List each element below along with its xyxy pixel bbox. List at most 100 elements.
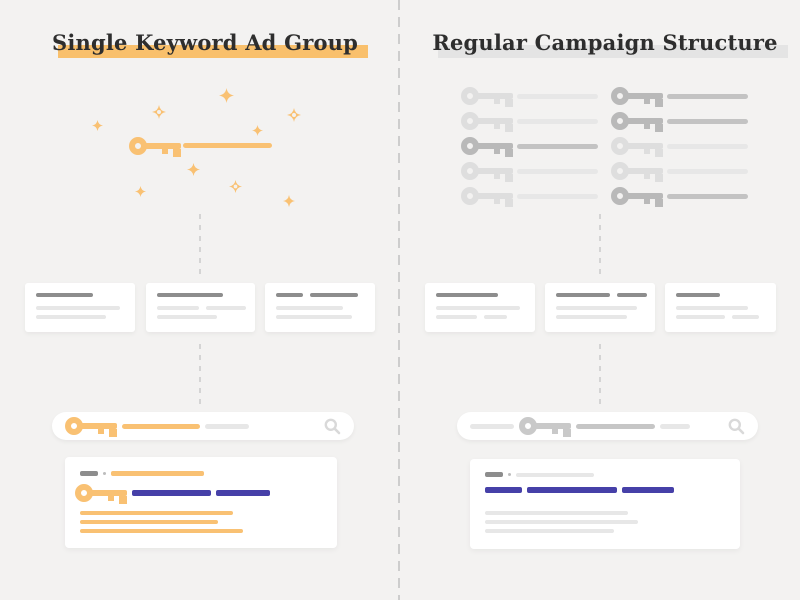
ad-headline-bar (676, 293, 720, 297)
ad-text-bar (436, 315, 477, 319)
query-text-bar (205, 423, 249, 429)
keyword-text-line (517, 118, 598, 124)
key-icon (129, 137, 181, 164)
sparkle-icon (287, 108, 301, 127)
search-icon (728, 418, 745, 435)
sparkle-icon (228, 179, 242, 198)
key-icon (611, 87, 663, 107)
query-text-bar (122, 423, 200, 429)
keyword-text-line (517, 93, 598, 99)
keyword-item (611, 87, 748, 109)
connector-line (599, 344, 601, 408)
result-headline-bar (132, 490, 211, 496)
ad-card (265, 283, 375, 332)
ad-card (146, 283, 255, 332)
ad-text-bar (676, 315, 725, 319)
skag-title: Single Keyword Ad Group (5, 30, 405, 58)
ad-text-bar (157, 306, 199, 310)
key-icon (461, 187, 513, 207)
query-text-bar (470, 423, 514, 429)
skag-result-card (65, 457, 337, 548)
ad-text-bar (36, 315, 106, 319)
result-text-bar (111, 471, 204, 476)
ad-text-bar (276, 315, 352, 319)
regular-title: Regular Campaign Structure (405, 30, 800, 58)
sparkle-icon (251, 123, 263, 141)
url-separator-dot (103, 472, 106, 475)
sparkle-icon (283, 194, 295, 212)
sparkle-icon (218, 87, 234, 108)
ad-text-bar (556, 315, 627, 319)
key-icon (461, 112, 513, 132)
result-headline-bar (527, 487, 617, 493)
keyword-item (611, 162, 748, 184)
result-text-bar (80, 520, 218, 524)
query-text-bar (660, 423, 690, 429)
regular-search-bar (457, 412, 758, 440)
connector-line (599, 214, 601, 280)
connector-line (199, 344, 201, 408)
ad-text-bar (436, 306, 520, 310)
ad-text-bar (484, 315, 507, 319)
key-icon (519, 417, 571, 437)
key-icon (611, 187, 663, 207)
ad-headline-bar (556, 293, 610, 297)
result-text-bar (485, 529, 614, 533)
key-icon (129, 137, 181, 157)
ad-text-bar (206, 306, 246, 310)
result-text-bar (80, 529, 243, 533)
ad-text-bar (157, 315, 217, 319)
ad-headline-bar (157, 293, 223, 297)
keyword-item (611, 137, 748, 159)
result-text-bar (516, 472, 594, 477)
key-icon (611, 162, 663, 182)
keyword-text-line (667, 193, 748, 199)
ad-card (25, 283, 135, 332)
regular-title-text: Regular Campaign Structure (432, 30, 789, 58)
ad-card (545, 283, 655, 332)
keyword-item (461, 162, 598, 184)
result-text-bar (80, 511, 233, 515)
sparkle-icon (91, 118, 103, 136)
ad-text-bar (676, 306, 748, 310)
ad-card (665, 283, 776, 332)
query-text-bar (576, 423, 655, 429)
ad-headline-bar (617, 293, 647, 297)
keyword-item (611, 112, 748, 134)
sparkle-icon (186, 162, 200, 181)
key-icon (75, 484, 127, 504)
result-text-bar (485, 520, 638, 524)
keyword-item (461, 187, 598, 209)
skag-search-bar (52, 412, 354, 440)
ad-text-bar (732, 315, 759, 319)
hero-keyword-line (183, 143, 272, 148)
ad-text-bar (36, 306, 120, 310)
key-icon (611, 137, 663, 157)
result-text-bar (80, 471, 98, 476)
keyword-text-line (667, 168, 748, 174)
keyword-item (461, 87, 598, 109)
sparkle-icon (152, 105, 166, 124)
connector-line (199, 214, 201, 280)
ad-headline-bar (436, 293, 498, 297)
center-divider (398, 0, 400, 600)
ad-text-bar (556, 306, 637, 310)
result-text-bar (485, 511, 628, 515)
regular-result-card (470, 459, 740, 549)
ad-headline-bar (276, 293, 303, 297)
keyword-item (461, 137, 598, 159)
ad-text-bar (276, 306, 343, 310)
ad-headline-bar (310, 293, 358, 297)
key-icon (611, 112, 663, 132)
keyword-text-line (517, 168, 598, 174)
keyword-text-line (667, 118, 748, 124)
skag-title-text: Single Keyword Ad Group (51, 30, 369, 58)
ad-card (425, 283, 535, 332)
keyword-text-line (667, 93, 748, 99)
search-icon (324, 418, 341, 435)
key-icon (461, 162, 513, 182)
result-headline-bar (622, 487, 674, 493)
keyword-item (611, 187, 748, 209)
keyword-item (461, 112, 598, 134)
